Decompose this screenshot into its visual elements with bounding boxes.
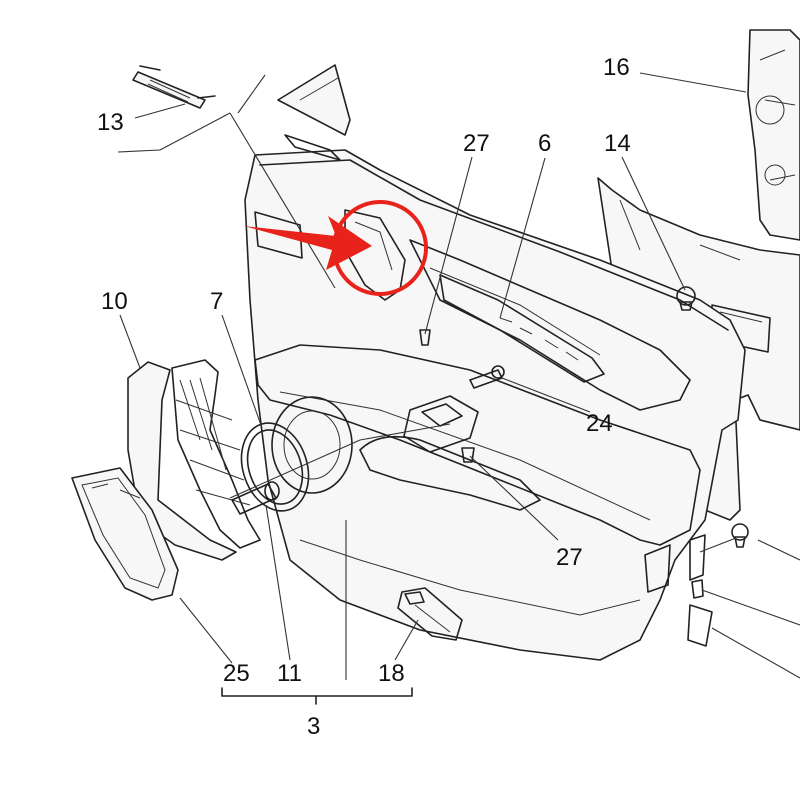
label-part-14: 14 [604,130,631,157]
label-part-10: 10 [101,288,128,315]
tweeter-grill [284,134,341,161]
part-25-speaker-cover [71,467,179,601]
clip-right-lower [691,579,704,599]
label-part-13: 13 [97,109,124,136]
label-part-6: 6 [538,130,551,157]
screw-27-top [419,329,431,346]
label-part-27-top: 27 [463,130,490,157]
clip-right-bottom [687,604,713,647]
label-part-27-bottom: 27 [556,544,583,571]
label-part-18: 18 [378,660,405,687]
label-part-11: 11 [277,660,302,687]
label-part-24: 24 [586,410,613,437]
door-trim-panel [244,149,746,661]
front-bezel-grill [254,211,303,259]
group-bracket-3 [221,687,413,705]
part-11-speaker-pin [231,481,280,515]
label-part-16: 16 [603,54,630,81]
part-18-switch-module [397,587,463,641]
label-part-3: 3 [307,713,320,740]
screw-27-bottom [461,447,475,463]
part-labels: 13 16 27 6 14 10 7 24 27 25 11 18 3 [97,54,631,740]
part-13-clip [132,65,216,109]
leader-lines [117,72,800,680]
label-part-25: 25 [223,660,250,687]
label-part-7: 7 [210,288,223,315]
clip-14 [676,286,696,311]
mirror-sail-cover [277,64,351,136]
clip-right-upper [731,523,749,548]
highlight-marker [244,200,428,296]
window-switch-bezel [403,395,479,453]
